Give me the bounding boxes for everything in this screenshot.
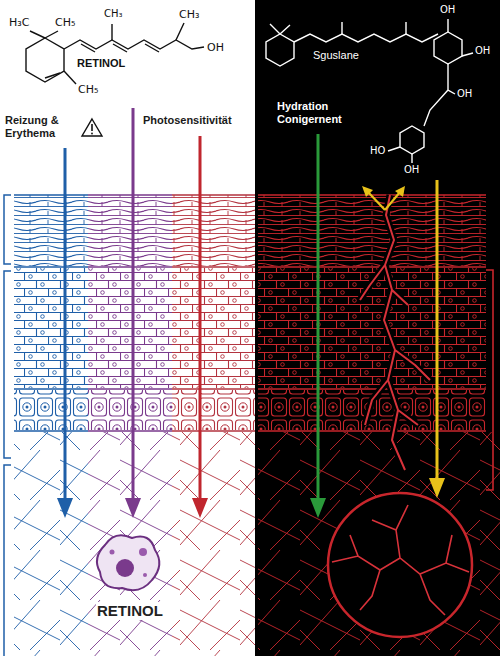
polyphenol-structure — [388, 19, 473, 163]
magnified-dermis — [328, 493, 472, 637]
molecule-name: RETINOL — [76, 57, 126, 70]
effect-label: Hydration Conigernent — [276, 100, 358, 126]
squalane-structure — [266, 22, 438, 66]
warning-icon — [82, 119, 102, 136]
chem-label: CH₃ — [103, 8, 124, 20]
chem-label: HO — [369, 145, 386, 157]
chem-label: OH — [439, 4, 456, 16]
skin-crack — [360, 195, 430, 470]
chem-label: CH₅ — [77, 83, 99, 96]
retinol-cell — [97, 535, 159, 590]
right-panel — [255, 0, 500, 656]
effect-label: Reizung & Erythema — [4, 114, 80, 140]
layer-bracket — [486, 270, 493, 490]
chem-label: OH — [456, 88, 473, 100]
chem-label: CH₅ — [54, 16, 76, 29]
effect-label: Photosensitivität — [142, 114, 233, 127]
chem-label: CH₃ — [178, 8, 200, 21]
retinol-structure — [26, 23, 204, 84]
layer-bracket — [4, 195, 11, 656]
chem-label: OH — [474, 45, 491, 57]
right-skin-layers — [258, 195, 500, 656]
chem-label: H₃C — [8, 16, 30, 29]
left-panel — [0, 0, 255, 656]
chem-label: OH — [403, 164, 420, 176]
molecule-name: Sguslane — [312, 49, 360, 62]
left-skin-layers — [4, 195, 255, 656]
penetration-arrows — [57, 108, 445, 518]
chem-label: OH — [206, 41, 225, 54]
molecule-name: RETINOL — [96, 602, 164, 620]
